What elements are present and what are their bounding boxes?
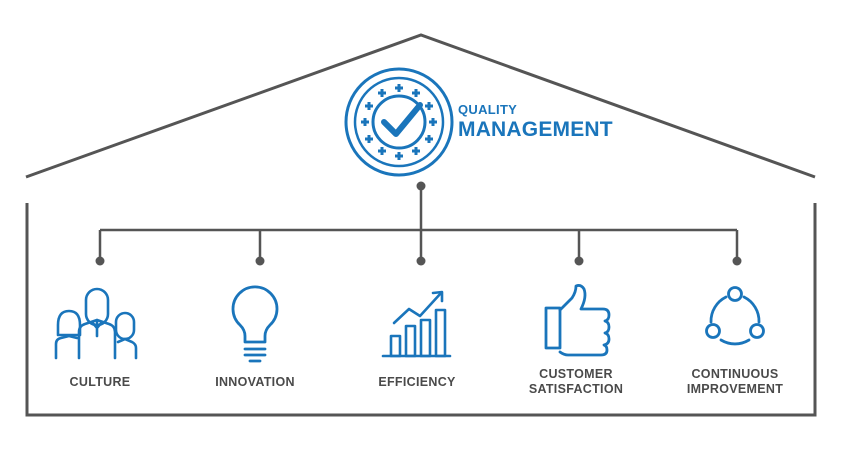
quality-badge-check-icon xyxy=(344,67,454,177)
connector-tree xyxy=(98,186,739,261)
pillar-label-continuous-improvement: CONTINUOUS IMPROVEMENT xyxy=(660,367,810,397)
pillar-label-line: EFFICIENCY xyxy=(378,375,456,389)
pillar-label-efficiency: EFFICIENCY xyxy=(342,375,492,390)
pillar-label-culture: CULTURE xyxy=(25,375,175,390)
thumbs-up-icon xyxy=(544,284,611,357)
pillar-label-innovation: INNOVATION xyxy=(180,375,330,390)
roof-line xyxy=(25,33,816,179)
pillar-label-line: IMPROVEMENT xyxy=(686,382,784,396)
pillar-label-line: CONTINUOUS xyxy=(691,367,779,381)
pillar-label-line: CUSTOMER xyxy=(539,367,613,381)
pillar-label-line: CULTURE xyxy=(69,375,131,389)
pillar-label-line: INNOVATION xyxy=(215,375,295,389)
title-management: MANAGEMENT xyxy=(458,118,613,141)
growth-chart-icon xyxy=(381,290,452,358)
title-quality: QUALITY xyxy=(458,102,518,117)
cycle-icon xyxy=(705,286,765,346)
light-bulb-icon xyxy=(231,285,279,363)
pillar-label-line: SATISFACTION xyxy=(528,382,624,396)
house-walls xyxy=(25,203,817,417)
pillar-label-customer-satisfaction: CUSTOMER SATISFACTION xyxy=(501,367,651,397)
people-group-icon xyxy=(54,287,138,360)
connector-dots xyxy=(95,181,742,266)
